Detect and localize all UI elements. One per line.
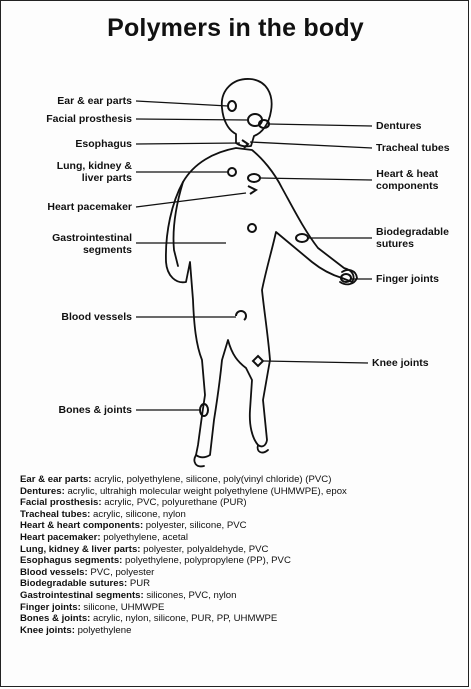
legend-value: polyester, silicone, PVC	[143, 520, 246, 531]
legend-value: acrylic, silicone, nylon	[90, 509, 185, 520]
legend-row: Dentures: acrylic, ultrahigh molecular w…	[20, 486, 460, 498]
legend-row: Facial prosthesis: acrylic, PVC, polyure…	[20, 497, 460, 509]
label-ear: Ear & ear parts	[20, 95, 132, 107]
legend-value: silicones, PVC, nylon	[144, 590, 237, 601]
label-gastro: Gastrointestinal segments	[20, 232, 132, 256]
pacemaker-marker	[248, 186, 256, 194]
label-lung-line2: liver parts	[20, 172, 132, 184]
leader-dentures	[269, 124, 372, 126]
ear-marker	[228, 101, 236, 111]
legend-row: Blood vessels: PVC, polyester	[20, 567, 460, 579]
label-lung: Lung, kidney & liver parts	[20, 160, 132, 184]
legend-value: acrylic, nylon, silicone, PUR, PP, UHMWP…	[90, 613, 277, 624]
knee-marker	[253, 356, 263, 366]
legend-key: Knee joints:	[20, 625, 75, 636]
leader-esophagus	[136, 143, 240, 144]
suture-marker	[296, 234, 308, 242]
label-dentures: Dentures	[376, 120, 422, 132]
figure-arm	[173, 182, 183, 266]
legend-key: Ear & ear parts:	[20, 474, 91, 485]
legend-key: Dentures:	[20, 486, 65, 497]
leader-lines	[136, 101, 372, 410]
legend-row: Esophagus segments: polyethylene, polypr…	[20, 555, 460, 567]
legend-row: Bones & joints: acrylic, nylon, silicone…	[20, 613, 460, 625]
legend-value: silicone, UHMWPE	[81, 602, 165, 613]
legend-row: Finger joints: silicone, UHMWPE	[20, 602, 460, 614]
legend-row: Lung, kidney & liver parts: polyester, p…	[20, 544, 460, 556]
label-gastro-line2: segments	[20, 244, 132, 256]
label-biodeg: Biodegradable sutures	[376, 226, 449, 250]
legend-key: Blood vessels:	[20, 567, 88, 578]
legend-value: acrylic, polyethylene, silicone, poly(vi…	[91, 474, 331, 485]
legend-key: Biodegradable sutures:	[20, 578, 127, 589]
legend-row: Heart & heart components: polyester, sil…	[20, 520, 460, 532]
legend-value: polyethylene, polypropylene (PP), PVC	[122, 555, 291, 566]
label-knee: Knee joints	[372, 357, 429, 369]
human-figure	[166, 79, 357, 466]
legend-value: polyethylene, acetal	[101, 532, 188, 543]
label-lung-line1: Lung, kidney &	[20, 160, 132, 172]
legend-value: polyethylene	[75, 625, 132, 636]
legend-row: Knee joints: polyethylene	[20, 625, 460, 637]
label-esophagus: Esophagus	[20, 138, 132, 150]
legend-key: Gastrointestinal segments:	[20, 590, 144, 601]
label-blood: Blood vessels	[20, 311, 132, 323]
label-bones: Bones & joints	[20, 404, 132, 416]
label-gastro-line1: Gastrointestinal	[20, 232, 132, 244]
leader-tracheal	[250, 142, 372, 148]
legend-value: PUR	[127, 578, 150, 589]
label-heart-line1: Heart & heat	[376, 168, 438, 180]
legend-row: Heart pacemaker: polyethylene, acetal	[20, 532, 460, 544]
legend-row: Gastrointestinal segments: silicones, PV…	[20, 590, 460, 602]
gastro-marker	[248, 224, 256, 232]
legend-key: Tracheal tubes:	[20, 509, 90, 520]
legend-value: polyester, polyaldehyde, PVC	[140, 544, 268, 555]
legend-key: Bones & joints:	[20, 613, 90, 624]
legend-value: PVC, polyester	[88, 567, 155, 578]
figure-body	[166, 148, 354, 457]
legend-key: Lung, kidney & liver parts:	[20, 544, 140, 555]
label-heart-line2: components	[376, 180, 438, 192]
blood-marker	[236, 311, 246, 320]
label-pacemaker: Heart pacemaker	[20, 201, 132, 213]
material-legend: Ear & ear parts: acrylic, polyethylene, …	[20, 474, 460, 636]
lung-marker	[228, 168, 236, 176]
implant-markers	[200, 101, 351, 416]
label-finger: Finger joints	[376, 273, 439, 285]
legend-key: Facial prosthesis:	[20, 497, 102, 508]
legend-key: Esophagus segments:	[20, 555, 122, 566]
heart-marker	[248, 174, 260, 182]
label-tracheal: Tracheal tubes	[376, 142, 450, 154]
legend-row: Ear & ear parts: acrylic, polyethylene, …	[20, 474, 460, 486]
leader-facial	[136, 119, 248, 120]
leader-pacemaker	[136, 193, 246, 207]
legend-key: Heart & heart components:	[20, 520, 143, 531]
figure-head	[222, 79, 272, 146]
legend-value: acrylic, ultrahigh molecular weight poly…	[65, 486, 347, 497]
label-heart: Heart & heat components	[376, 168, 438, 192]
label-facial: Facial prosthesis	[20, 113, 132, 125]
legend-row: Biodegradable sutures: PUR	[20, 578, 460, 590]
leader-knee	[264, 361, 368, 363]
legend-value: acrylic, PVC, polyurethane (PUR)	[102, 497, 247, 508]
label-biodeg-line2: sutures	[376, 238, 449, 250]
legend-key: Heart pacemaker:	[20, 532, 101, 543]
leader-ear	[136, 101, 228, 106]
legend-key: Finger joints:	[20, 602, 81, 613]
legend-row: Tracheal tubes: acrylic, silicone, nylon	[20, 509, 460, 521]
label-biodeg-line1: Biodegradable	[376, 226, 449, 238]
